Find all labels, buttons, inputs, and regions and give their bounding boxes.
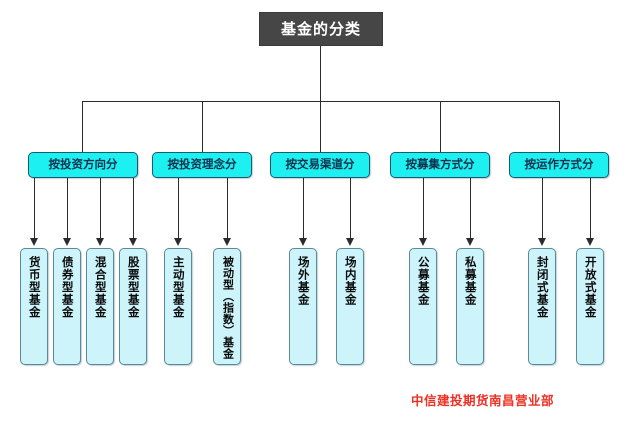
connector-arrow-line-g4-l2	[470, 178, 471, 239]
connector-bus-to-group-5	[559, 101, 560, 152]
connector-arrow-head-g4-l1	[419, 238, 427, 246]
leaf-node-otc-fund[interactable]: 场外基金	[289, 248, 317, 365]
connector-bus-to-group-4	[440, 101, 441, 152]
leaf-node-label: 公募基金	[416, 256, 431, 306]
connector-arrow-line-g3-l1	[303, 178, 304, 239]
connector-arrow-line-g1-l2	[67, 178, 68, 239]
connector-root-stem	[320, 46, 321, 101]
connector-arrow-line-g4-l1	[423, 178, 424, 239]
connector-arrow-head-g4-l2	[466, 238, 474, 246]
group-node-label: 按交易渠道分	[285, 157, 355, 172]
footer-watermark: 中信建投期货南昌营业部	[411, 393, 555, 408]
leaf-node-label: 场外基金	[296, 256, 311, 306]
group-node-label: 按投资方向分	[48, 157, 118, 172]
leaf-node-label: 场内基金	[343, 256, 358, 306]
leaf-node-open-end-fund[interactable]: 开放式基金	[576, 248, 604, 365]
connector-arrow-line-g1-l1	[34, 178, 35, 239]
connector-arrow-line-g1-l4	[133, 178, 134, 239]
leaf-node-label: 私募基金	[463, 256, 478, 306]
leaf-node-bond-fund[interactable]: 债券型基金	[53, 248, 81, 365]
connector-arrow-head-g1-l4	[129, 238, 137, 246]
connector-bus-to-group-1	[82, 101, 83, 152]
connector-arrow-head-g5-l1	[538, 238, 546, 246]
connector-arrow-head-g1-l3	[96, 238, 104, 246]
group-node-label: 按运作方式分	[524, 157, 594, 172]
connector-bus-to-group-2	[202, 101, 203, 152]
connector-arrow-line-g5-l2	[590, 178, 591, 239]
group-node-by-operation-method[interactable]: 按运作方式分	[509, 152, 609, 178]
leaf-node-passive-index-fund[interactable]: 被动型（指数）基金	[213, 248, 241, 365]
connector-arrow-line-g5-l1	[542, 178, 543, 239]
connector-arrow-head-g3-l1	[299, 238, 307, 246]
connector-arrow-line-g2-l2	[227, 178, 228, 239]
leaf-node-public-offering-fund[interactable]: 公募基金	[409, 248, 437, 365]
connector-arrow-line-g2-l1	[178, 178, 179, 239]
group-node-by-raising-method[interactable]: 按募集方式分	[390, 152, 490, 178]
leaf-node-private-offering-fund[interactable]: 私募基金	[456, 248, 484, 365]
leaf-node-closed-end-fund[interactable]: 封闭式基金	[528, 248, 556, 365]
connector-arrow-head-g2-l1	[174, 238, 182, 246]
connector-arrow-head-g1-l2	[63, 238, 71, 246]
group-node-by-investment-direction[interactable]: 按投资方向分	[28, 152, 138, 178]
leaf-node-equity-fund[interactable]: 股票型基金	[119, 248, 147, 365]
leaf-node-money-market-fund[interactable]: 货币型基金	[20, 248, 48, 365]
leaf-node-active-fund[interactable]: 主动型基金	[164, 248, 192, 365]
leaf-node-label: 股票型基金	[126, 256, 141, 319]
leaf-node-label: 债券型基金	[60, 256, 75, 319]
root-node-label: 基金的分类	[280, 19, 361, 38]
connector-arrow-head-g3-l2	[346, 238, 354, 246]
leaf-node-label: 混合型基金	[93, 256, 108, 319]
connector-arrow-head-g2-l2	[223, 238, 231, 246]
connector-arrow-head-g1-l1	[30, 238, 38, 246]
leaf-node-label: 封闭式基金	[535, 256, 550, 319]
leaf-node-label: 被动型（指数）基金	[221, 256, 235, 360]
root-node-fund-classification[interactable]: 基金的分类	[259, 12, 383, 46]
connector-arrow-head-g5-l2	[586, 238, 594, 246]
leaf-node-label: 开放式基金	[583, 256, 598, 319]
group-node-by-trading-channel[interactable]: 按交易渠道分	[270, 152, 370, 178]
group-node-label: 按募集方式分	[405, 157, 475, 172]
leaf-node-hybrid-fund[interactable]: 混合型基金	[86, 248, 114, 365]
leaf-node-exchange-traded-fund[interactable]: 场内基金	[336, 248, 364, 365]
group-node-label: 按投资理念分	[167, 157, 237, 172]
leaf-node-label: 主动型基金	[171, 256, 186, 319]
connector-arrow-line-g1-l3	[100, 178, 101, 239]
connector-arrow-line-g3-l2	[350, 178, 351, 239]
leaf-node-label: 货币型基金	[27, 256, 42, 319]
group-node-by-investment-philosophy[interactable]: 按投资理念分	[152, 152, 252, 178]
connector-bus-to-group-3	[320, 101, 321, 152]
